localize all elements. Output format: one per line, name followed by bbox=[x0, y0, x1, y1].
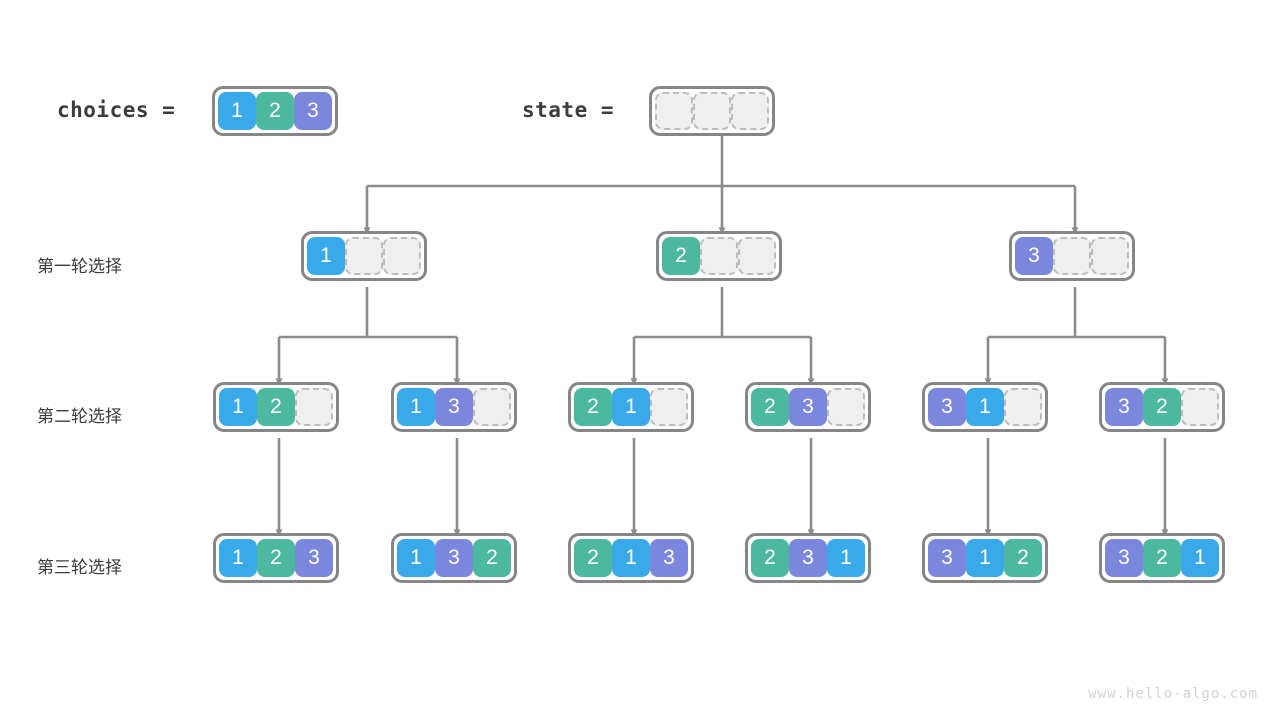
node-213-cell-0: 2 bbox=[574, 539, 612, 577]
node-231-cell-2: 1 bbox=[827, 539, 865, 577]
state-cell-1 bbox=[693, 92, 731, 130]
node-3-cell-2 bbox=[1091, 237, 1129, 275]
choices-label: choices = bbox=[57, 98, 176, 122]
node-31-cell-1: 1 bbox=[966, 388, 1004, 426]
node-231-cell-1: 3 bbox=[789, 539, 827, 577]
node-132-cell-1: 3 bbox=[435, 539, 473, 577]
state-cell-0 bbox=[655, 92, 693, 130]
node-31-cell-0: 3 bbox=[928, 388, 966, 426]
node-13-cell-2 bbox=[473, 388, 511, 426]
node-2-cell-1 bbox=[700, 237, 738, 275]
node-12-cell-1: 2 bbox=[257, 388, 295, 426]
watermark: www.hello-algo.com bbox=[1088, 686, 1258, 702]
node-13-cell-0: 1 bbox=[397, 388, 435, 426]
node-23-cell-0: 2 bbox=[751, 388, 789, 426]
node-2-cell-2 bbox=[738, 237, 776, 275]
node-12-cell-2 bbox=[295, 388, 333, 426]
row-label-round-3: 第三轮选择 bbox=[37, 558, 122, 577]
node-321-cell-0: 3 bbox=[1105, 539, 1143, 577]
node-2-cell-0: 2 bbox=[662, 237, 700, 275]
node-321-cell-2: 1 bbox=[1181, 539, 1219, 577]
node-123-cell-1: 2 bbox=[257, 539, 295, 577]
node-1-cell-1 bbox=[345, 237, 383, 275]
node-32-cell-2 bbox=[1181, 388, 1219, 426]
node-123-cell-0: 1 bbox=[219, 539, 257, 577]
node-23-cell-2 bbox=[827, 388, 865, 426]
node-132-cell-0: 1 bbox=[397, 539, 435, 577]
node-1-cell-2 bbox=[383, 237, 421, 275]
state-array bbox=[649, 86, 775, 136]
choices-cell-2: 3 bbox=[294, 92, 332, 130]
choices-cell-1: 2 bbox=[256, 92, 294, 130]
node-132-cell-2: 2 bbox=[473, 539, 511, 577]
node-3-cell-0: 3 bbox=[1015, 237, 1053, 275]
node-21-cell-1: 1 bbox=[612, 388, 650, 426]
node-21-cell-2 bbox=[650, 388, 688, 426]
state-label: state = bbox=[522, 98, 615, 122]
node-12-cell-0: 1 bbox=[219, 388, 257, 426]
state-array-node-2: 2 bbox=[656, 231, 782, 281]
node-32-cell-1: 2 bbox=[1143, 388, 1181, 426]
node-13-cell-1: 3 bbox=[435, 388, 473, 426]
node-312-cell-2: 2 bbox=[1004, 539, 1042, 577]
choices-cell-0: 1 bbox=[218, 92, 256, 130]
node-321-cell-1: 2 bbox=[1143, 539, 1181, 577]
node-213-cell-1: 1 bbox=[612, 539, 650, 577]
node-21-cell-0: 2 bbox=[574, 388, 612, 426]
state-array-node-3: 3 bbox=[1009, 231, 1135, 281]
node-213-cell-2: 3 bbox=[650, 539, 688, 577]
row-label-round-2: 第二轮选择 bbox=[37, 407, 122, 426]
state-array-node-1: 1 bbox=[301, 231, 427, 281]
node-3-cell-1 bbox=[1053, 237, 1091, 275]
node-312-cell-1: 1 bbox=[966, 539, 1004, 577]
node-231-cell-0: 2 bbox=[751, 539, 789, 577]
state-cell-2 bbox=[731, 92, 769, 130]
node-312-cell-0: 3 bbox=[928, 539, 966, 577]
node-23-cell-1: 3 bbox=[789, 388, 827, 426]
node-31-cell-2 bbox=[1004, 388, 1042, 426]
node-32-cell-0: 3 bbox=[1105, 388, 1143, 426]
node-1-cell-0: 1 bbox=[307, 237, 345, 275]
row-label-round-1: 第一轮选择 bbox=[37, 257, 122, 276]
node-123-cell-2: 3 bbox=[295, 539, 333, 577]
